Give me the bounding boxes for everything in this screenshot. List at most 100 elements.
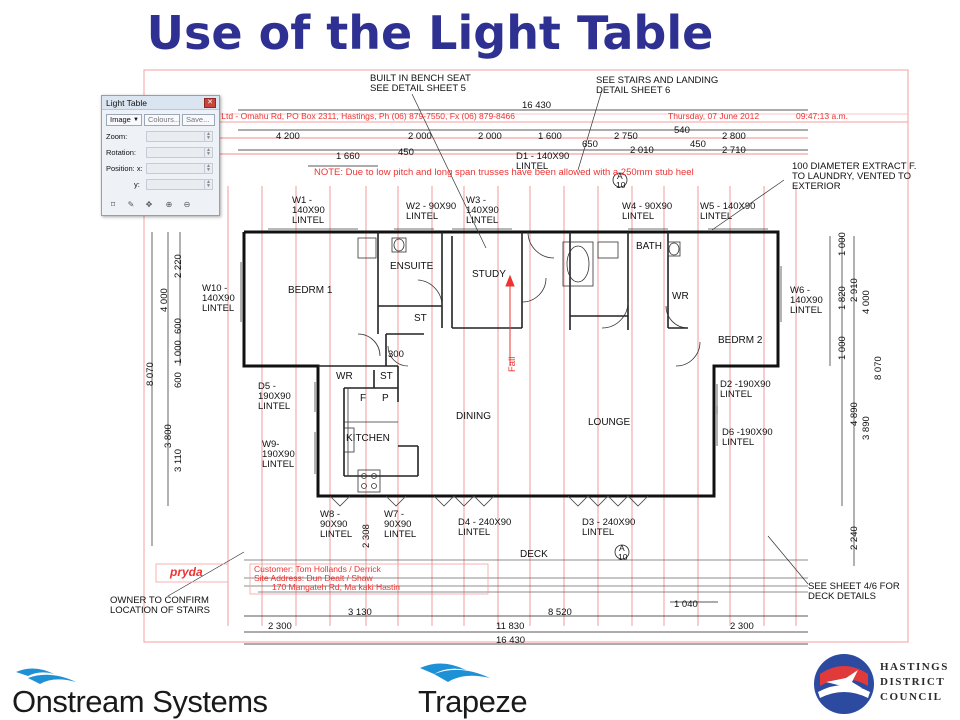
floor-plan[interactable]: ies Ltd - Omahu Rd, PO Box 2311, Hasting… <box>108 66 916 648</box>
dim-right-7: 3 890 <box>861 416 872 440</box>
zoom-label: Zoom: <box>106 132 128 141</box>
rotation-label: Rotation: <box>106 148 137 157</box>
info-row-3: 170 Mangateh Rd, Ma kaki Hastin <box>272 582 401 592</box>
dim-right-4: 1 000 <box>837 336 848 360</box>
dim-top-2800: 2 800 <box>722 131 746 142</box>
close-icon[interactable]: ✕ <box>204 98 216 108</box>
lintel-w1: W1 - 140X90 LINTEL <box>292 195 325 226</box>
dim-right-6: 4 890 <box>849 402 860 426</box>
dim-top-4200: 4 200 <box>276 131 300 142</box>
light-table-panel[interactable]: Light Table ✕ Image ▼ Colours... Save...… <box>101 95 220 216</box>
lintel-w2: W2 - 90X90 LINTEL <box>406 201 457 222</box>
mode-select[interactable]: Image ▼ <box>106 114 142 126</box>
lintel-w7: W7 - 90X90 LINTEL <box>384 509 417 540</box>
dim-right-0: 1 000 <box>837 232 848 256</box>
hdc-line-1: HASTINGS <box>880 661 949 673</box>
dim-top-2750: 2 750 <box>614 131 638 142</box>
zoom-in-icon[interactable]: ⊕ <box>165 200 173 209</box>
floor-plan-drawing <box>143 69 909 645</box>
light-table-titlebar[interactable]: Light Table ✕ <box>102 96 219 110</box>
dim-right-8: 2 240 <box>849 526 860 550</box>
position-y-spinner[interactable]: ▲▼ <box>204 180 212 189</box>
lintel-d4: D4 - 240X90 LINTEL <box>458 517 512 538</box>
room-lounge: LOUNGE <box>588 417 631 428</box>
hdc-line-2: DISTRICT <box>880 676 946 688</box>
dim-top-2010: 2 010 <box>630 145 654 156</box>
rotation-field[interactable]: ▲▼ <box>146 147 213 158</box>
light-table-title: Light Table <box>106 98 147 108</box>
dim-top-1660: 1 660 <box>336 151 360 162</box>
dim-top-650: 650 <box>582 139 598 150</box>
room-bath: BATH <box>636 241 662 252</box>
section-marker-top-sheet: 10 <box>616 180 626 190</box>
lintel-w9: W9- 190X90 LINTEL <box>262 439 295 470</box>
dim-left-3: 1 000 <box>173 340 184 364</box>
note-deck-sheet: SEE SHEET 4/6 FOR DECK DETAILS <box>808 581 900 602</box>
pin-icon[interactable]: ⌑ <box>110 200 116 209</box>
rotation-spinner[interactable]: ▲▼ <box>204 148 212 157</box>
colours-button[interactable]: Colours... <box>144 114 180 126</box>
lintel-d2: D2 -190X90 LINTEL <box>720 379 771 400</box>
room-st-lower: ST <box>380 371 393 382</box>
dim-300: 300 <box>388 349 404 360</box>
plan-header-text: ies Ltd - Omahu Rd, PO Box 2311, Hasting… <box>208 111 515 121</box>
dim-right-1: 1 820 <box>837 286 848 310</box>
dim-top-540: 540 <box>674 125 690 136</box>
zoom-out-icon[interactable]: ⊖ <box>183 200 191 209</box>
section-marker-bottom-sheet: 10 <box>618 552 628 562</box>
dim-bottom-11830: 11 830 <box>496 621 525 632</box>
dim-right-2: 2 910 <box>849 278 860 302</box>
move-icon[interactable]: ✥ <box>145 200 153 209</box>
plan-header-time: 09:47:13 a.m. <box>796 111 848 121</box>
zoom-spinner[interactable]: ▲▼ <box>204 132 212 141</box>
position-x-field[interactable]: ▲▼ <box>146 163 213 174</box>
dim-right-5: 8 070 <box>873 356 884 380</box>
zoom-field[interactable]: ▲▼ <box>146 131 213 142</box>
dim-bottom-3130: 3 130 <box>348 607 372 618</box>
truss-note: NOTE: Due to low pitch and long span tru… <box>314 167 694 178</box>
hastings-council-emblem-icon <box>814 654 874 714</box>
dim-left-8: 2 308 <box>361 524 372 548</box>
room-dining: DINING <box>456 411 491 422</box>
note-bench: BUILT IN BENCH SEAT SEE DETAIL SHEET 5 <box>370 73 471 94</box>
dim-left-0: 2 220 <box>173 254 184 278</box>
lintel-w10: W10 - 140X90 LINTEL <box>202 283 235 314</box>
area-deck: DECK <box>520 549 548 560</box>
hdc-line-3: COUNCIL <box>880 691 943 703</box>
lintel-d6: D6 -190X90 LINTEL <box>722 427 773 448</box>
section-marker-top-letter: A <box>617 171 623 181</box>
info-row-1: Customer: Tom Hollands / Derrick <box>254 564 381 574</box>
onstream-swoosh-icon <box>16 668 76 684</box>
plan-header-date: Thursday, 07 June 2012 <box>668 111 760 121</box>
lintel-w6: W6 - 140X90 LINTEL <box>790 285 823 316</box>
lintel-w3: W3 - 140X90 LINTEL <box>466 195 499 226</box>
room-bedrm2: BEDRM 2 <box>718 335 763 346</box>
dim-top-total: 16 430 <box>522 100 552 111</box>
room-ensuite: ENSUITE <box>390 261 434 272</box>
dim-bottom-8520: 8 520 <box>548 607 572 618</box>
dim-top-2710: 2 710 <box>722 145 746 156</box>
section-marker-bottom-letter: A <box>619 543 625 553</box>
position-y-label: y: <box>134 180 140 189</box>
room-study: STUDY <box>472 269 506 280</box>
lintel-d1: D1 - 140X90 LINTEL <box>516 151 570 172</box>
dim-top-450a: 450 <box>398 147 414 158</box>
position-y-field[interactable]: ▲▼ <box>146 179 213 190</box>
position-x-spinner[interactable]: ▲▼ <box>204 164 212 173</box>
dim-top-2000a: 2 000 <box>408 131 432 142</box>
chevron-down-icon: ▼ <box>133 117 139 123</box>
dim-right-3: 4 000 <box>861 290 872 314</box>
save-button[interactable]: Save... <box>182 114 215 126</box>
dim-left-7: 3 110 <box>173 448 184 472</box>
slide-title: Use of the Light Table <box>146 6 714 60</box>
lintel-w8: W8 - 90X90 LINTEL <box>320 509 353 540</box>
note-owner-stairs: OWNER TO CONFIRM LOCATION OF STAIRS <box>110 595 210 616</box>
note-stairs-top: SEE STAIRS AND LANDING DETAIL SHEET 6 <box>596 75 719 96</box>
room-bedrm1: BEDRM 1 <box>288 285 333 296</box>
dim-left-2: 600 <box>173 318 184 334</box>
room-st-upper: ST <box>414 313 427 324</box>
pryda-logo: pryda <box>170 565 203 579</box>
hastings-council-logo-text: HASTINGS DISTRICT COUNCIL <box>880 660 960 705</box>
dim-top-450b: 450 <box>690 139 706 150</box>
brush-icon[interactable]: ✎ <box>127 200 135 209</box>
